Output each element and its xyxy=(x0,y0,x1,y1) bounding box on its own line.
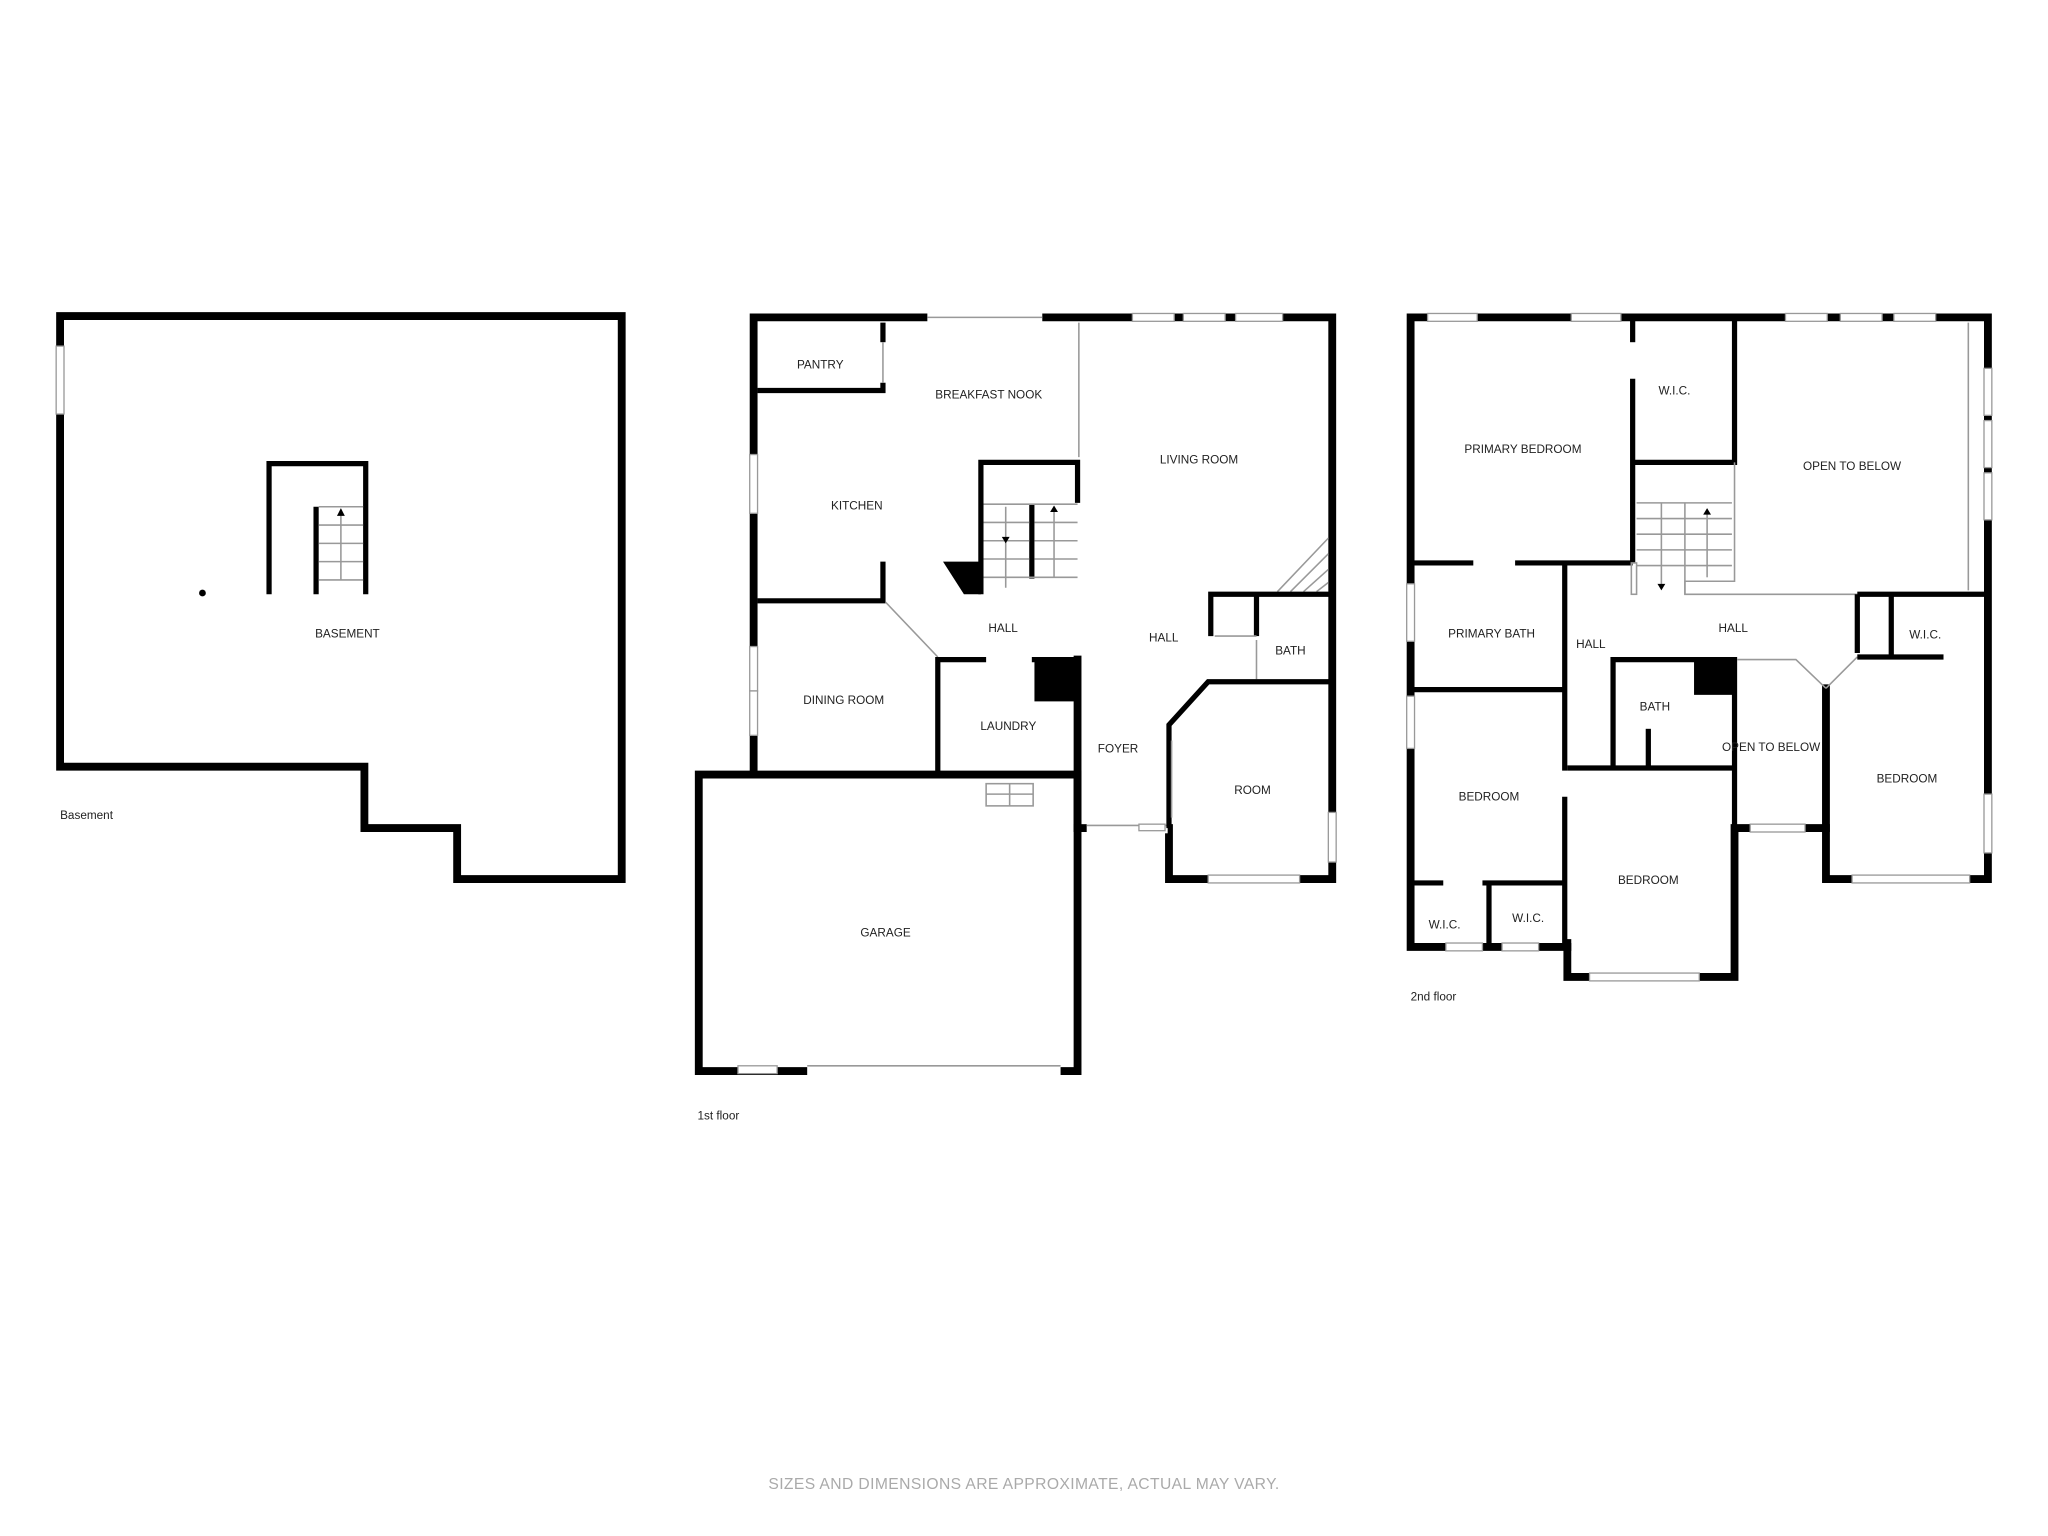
room-label-foyer: FOYER xyxy=(1098,742,1138,755)
window xyxy=(1893,312,1937,322)
floor-label-basement: Basement xyxy=(60,809,114,822)
room-label-garage: GARAGE xyxy=(860,926,910,939)
room-label-breakfast-nook: BREAKFAST NOOK xyxy=(935,388,1042,401)
garage-steps xyxy=(985,782,1034,807)
first-floor-plan: PANTRY BREAKFAST NOOK KITCHEN LIVING ROO… xyxy=(694,312,1337,1122)
staircase xyxy=(1630,502,1732,596)
floor-label-first: 1st floor xyxy=(697,1109,739,1122)
window xyxy=(1501,942,1540,952)
bedroom-opening xyxy=(1825,656,1858,689)
first-floor-outer-wall xyxy=(749,313,1337,883)
stair-up-arrow-icon xyxy=(1050,505,1058,512)
room-label-hall: HALL xyxy=(1576,638,1606,651)
second-floor-outer-wall xyxy=(1406,313,1992,951)
window xyxy=(1749,823,1806,833)
window xyxy=(55,345,65,415)
stair-down-arrow-icon xyxy=(1001,536,1010,544)
open-to-below-rail xyxy=(1684,462,1858,596)
room-label-hall: HALL xyxy=(988,622,1018,635)
window xyxy=(1182,312,1226,322)
room-label-open-to-below: OPEN TO BELOW xyxy=(1722,741,1821,754)
stair-up-arrow-icon xyxy=(336,508,345,516)
window xyxy=(749,453,759,514)
window xyxy=(749,690,759,736)
pantry-wall xyxy=(757,382,886,394)
basement-outer-wall xyxy=(56,312,626,883)
window xyxy=(749,645,759,692)
window xyxy=(737,1065,778,1075)
window xyxy=(1839,312,1883,322)
room-label-room: ROOM xyxy=(1234,784,1271,797)
room-label-bedroom: BEDROOM xyxy=(1618,874,1679,887)
column-block xyxy=(943,561,981,595)
disclaimer: SIZES AND DIMENSIONS ARE APPROXIMATE, AC… xyxy=(768,1476,1279,1493)
room-label-bedroom: BEDROOM xyxy=(1459,791,1520,804)
window xyxy=(1138,823,1166,832)
room-label-basement: BASEMENT xyxy=(315,627,380,640)
window xyxy=(1445,942,1484,952)
front-door-opening xyxy=(1086,822,1168,834)
window xyxy=(1851,874,1971,884)
window xyxy=(1426,312,1478,322)
second-floor-plan: PRIMARY BEDROOM W.I.C. OPEN TO BELOW PRI… xyxy=(1406,312,1993,1003)
room-label-wic: W.I.C. xyxy=(1658,384,1690,397)
window xyxy=(1406,695,1416,750)
stair-down-arrow-icon xyxy=(1657,583,1666,591)
hall-bath-wall xyxy=(1610,656,1738,829)
room-label-pantry: PANTRY xyxy=(797,358,844,371)
stair-enclosure xyxy=(978,459,1081,595)
room-label-dining-room: DINING ROOM xyxy=(803,694,884,707)
open-to-below-rail xyxy=(1737,658,1827,689)
window xyxy=(1234,312,1284,322)
room-label-hall: HALL xyxy=(1149,631,1179,644)
room-label-primary-bedroom: PRIMARY BEDROOM xyxy=(1464,443,1581,456)
garage-wall xyxy=(694,770,1082,1075)
window xyxy=(1131,312,1175,322)
room-label-laundry: LAUNDRY xyxy=(980,720,1036,733)
room-label-bath: BATH xyxy=(1275,644,1305,657)
basement-plan: BASEMENT Basement xyxy=(55,312,626,883)
window xyxy=(1588,972,1700,982)
window xyxy=(1570,312,1622,322)
window xyxy=(1983,793,1993,854)
window xyxy=(1327,811,1337,863)
dining-opening xyxy=(884,601,939,658)
utility-block xyxy=(1694,659,1735,695)
fireplace-hatch xyxy=(1276,537,1329,593)
room-wall xyxy=(1166,679,1333,829)
window xyxy=(1406,583,1416,642)
room-label-bedroom: BEDROOM xyxy=(1877,772,1938,785)
kitchen-wall xyxy=(757,561,886,604)
stair-enclosure xyxy=(266,461,369,595)
window xyxy=(1207,874,1301,884)
bath-wall xyxy=(1208,591,1333,637)
room-label-primary-bath: PRIMARY BATH xyxy=(1448,627,1535,640)
room-label-hall: HALL xyxy=(1719,622,1749,635)
room-label-wic: W.I.C. xyxy=(1909,629,1941,642)
staircase xyxy=(318,505,364,581)
utility-block xyxy=(1034,659,1078,702)
room-label-open-to-below: OPEN TO BELOW xyxy=(1803,460,1902,473)
room-label-bath: BATH xyxy=(1640,701,1670,714)
stair-up-arrow-icon xyxy=(1703,508,1712,515)
window xyxy=(1983,419,1993,469)
floor-label-second: 2nd floor xyxy=(1411,990,1457,1003)
room-label-living-room: LIVING ROOM xyxy=(1160,454,1238,467)
window xyxy=(1784,312,1828,322)
second-floor-outer-wall xyxy=(1563,824,1830,981)
window xyxy=(1983,367,1993,416)
room-label-wic: W.I.C. xyxy=(1429,919,1461,932)
support-post xyxy=(199,589,206,597)
room-label-kitchen: KITCHEN xyxy=(831,499,883,512)
room-label-wic: W.I.C. xyxy=(1512,912,1544,925)
window xyxy=(1983,472,1993,521)
